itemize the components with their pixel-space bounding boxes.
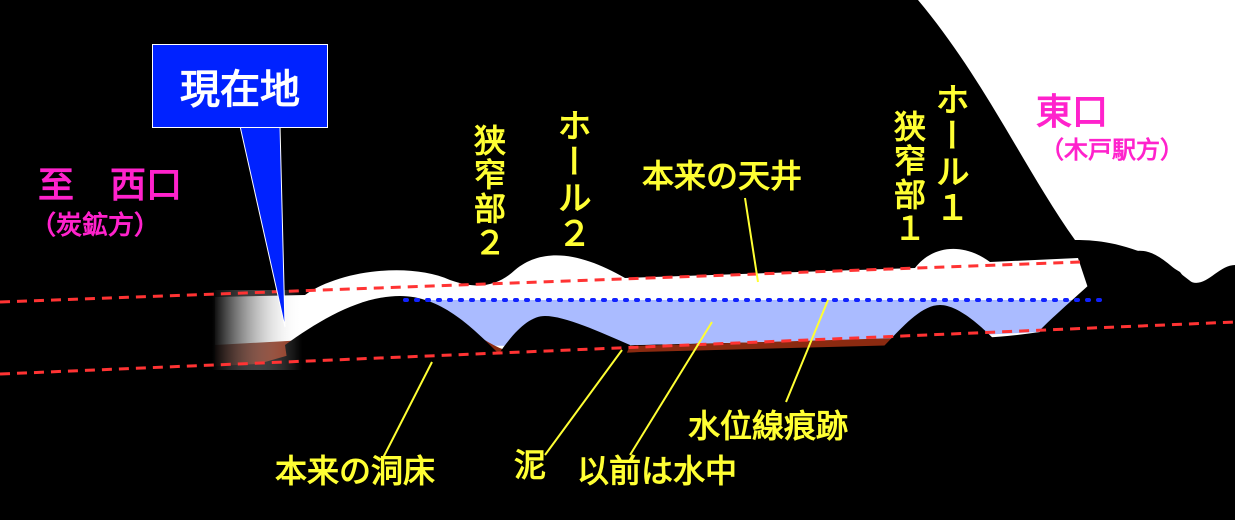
water-region [405, 300, 1100, 346]
original-floor-line [0, 320, 1235, 376]
mud-label: 泥 [514, 446, 547, 484]
west-exit-sub-label: （炭鉱方） [30, 211, 161, 241]
waterline-trace-label: 水位線痕跡 [688, 407, 849, 445]
rock-east-exit [1040, 250, 1235, 400]
current-location-label: 現在地 [180, 67, 300, 113]
west-exit-label: 至 西口 [38, 165, 183, 206]
leader-original-floor [382, 361, 433, 459]
rock-bump-east [880, 305, 1000, 370]
leader-original-ceiling [744, 197, 759, 283]
original-floor-label: 本来の洞床 [275, 452, 436, 490]
formerly-underwater-label: 以前は水中 [577, 452, 738, 490]
leader-formerly-underwater [629, 321, 713, 456]
leader-mud [544, 349, 623, 456]
outside-sky-region [918, 0, 1235, 283]
rock-bump-west [285, 296, 500, 380]
original-ceiling-label: 本来の天井 [642, 157, 803, 195]
narrow-section-2-label: 狭窄部２ [469, 124, 507, 260]
east-exit-label: 東口 [1036, 92, 1109, 133]
east-exit-sub-label: （木戸駅方） [1040, 136, 1184, 164]
rock-bump-middle [495, 316, 630, 370]
leader-waterline [785, 299, 829, 403]
narrow-section-1-label: 狭窄部１ [889, 110, 927, 246]
hole-1-label: ホール１ [929, 82, 969, 226]
hole-2-label: ホール２ [551, 108, 591, 252]
passage-fade [212, 290, 302, 370]
current-location-marker: 現在地 [152, 44, 328, 128]
